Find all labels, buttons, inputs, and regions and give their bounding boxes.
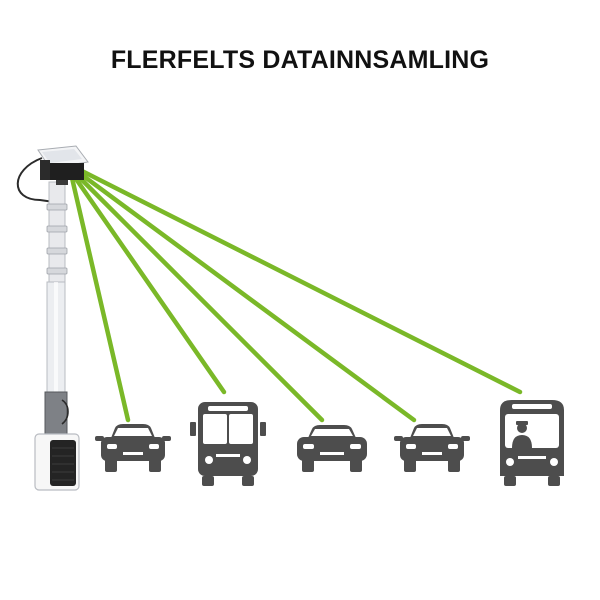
- beam-lane-4: [75, 169, 417, 423]
- mast-pole-icon: [16, 157, 69, 437]
- car-front-icon: [95, 424, 171, 472]
- bus-driver-front-icon: [500, 400, 564, 486]
- beam-lane-1: [69, 175, 131, 423]
- beam-lane-2: [71, 173, 227, 395]
- beam-lane-5: [77, 167, 523, 395]
- battery-box-icon: [34, 433, 80, 491]
- car-front-icon: [394, 424, 470, 472]
- page-title: FLERFELTS DATAINNSAMLING: [110, 46, 490, 74]
- car-front-icon: [297, 425, 367, 472]
- traffic-sensor-icon: [37, 145, 89, 185]
- sensor-beams: [69, 167, 523, 423]
- beam-lane-3: [73, 171, 325, 423]
- bus-front-icon: [190, 402, 266, 486]
